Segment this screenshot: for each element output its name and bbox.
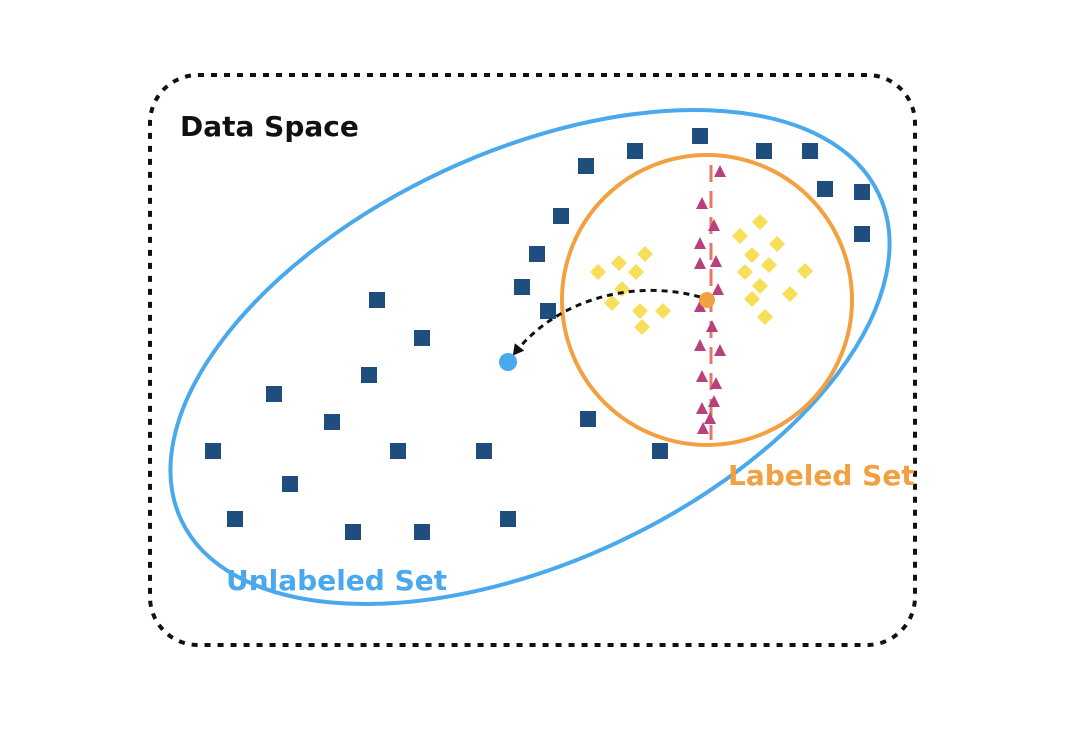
class-a-diamond-point [744,247,760,263]
labeled-set-label: Labeled Set [728,459,915,492]
unlabeled-set-ellipse [168,108,892,606]
unlabeled-square-point [854,184,870,200]
unlabeled-square-point [500,511,516,527]
class-a-diamond-point [611,255,627,271]
class-a-diamond-point [757,309,773,325]
class-b-triangle-point [708,395,720,407]
class-a-diamond-point [655,303,671,319]
class-b-triangle-point [694,339,706,351]
unlabeled-square-point [802,143,818,159]
class-b-triangle-point [710,255,722,267]
unlabeled-square-point [414,524,430,540]
unlabeled-square-point [652,443,668,459]
class-a-diamond-point [614,281,630,297]
class-b-triangle-point [696,370,708,382]
class-a-diamond-point [637,246,653,262]
unlabeled-square-point [282,476,298,492]
class-a-diamond-point [782,286,798,302]
unlabeled-square-point [578,158,594,174]
class-b-triangle-point [694,300,706,312]
unlabeled-square-point [756,143,772,159]
class-a-diamond-point [590,264,606,280]
unlabeled-square-point [345,524,361,540]
unlabeled-square-point [476,443,492,459]
unlabeled-square-point [227,511,243,527]
unlabeled-square-point [529,246,545,262]
unlabeled-square-point [514,279,530,295]
selected-sample-point [499,353,517,371]
unlabeled-square-point [580,411,596,427]
labeled-set-circle [560,153,854,447]
unlabeled-points [205,128,870,540]
class-b-triangle-point [708,219,720,231]
class-b-triangle-point [712,283,724,295]
class-a-diamond-point [797,263,813,279]
unlabeled-square-point [414,330,430,346]
unlabeled-square-point [817,181,833,197]
labeled-center-point [699,292,715,308]
class-b-triangle-point [694,237,706,249]
data-space-title: Data Space [180,110,359,143]
unlabeled-square-point [205,443,221,459]
unlabeled-square-point [361,367,377,383]
class-b-triangle-point [714,344,726,356]
unlabeled-square-point [390,443,406,459]
unlabeled-set-label: Unlabeled Set [226,564,447,597]
class-a-diamond-point [744,291,760,307]
class-b-triangle-point [696,197,708,209]
class-a-diamond-point [752,278,768,294]
class-b-triangle-point [714,165,726,177]
class-a-diamond-point [769,236,785,252]
class-a-diamond-point [632,303,648,319]
class-b-triangle-point [696,402,708,414]
class-a-diamond-point [604,295,620,311]
unlabeled-square-point [540,303,556,319]
class-b-triangle-point [704,412,716,424]
class-a-diamond-point [761,257,777,273]
unlabeled-square-point [692,128,708,144]
unlabeled-square-point [854,226,870,242]
unlabeled-square-point [324,414,340,430]
unlabeled-square-point [369,292,385,308]
unlabeled-square-point [266,386,282,402]
selection-arrow [512,288,701,356]
class-b-points [694,165,726,434]
unlabeled-square-point [553,208,569,224]
class-b-triangle-point [706,320,718,332]
class-b-triangle-point [694,257,706,269]
unlabeled-square-point [627,143,643,159]
class-b-triangle-point [710,377,722,389]
class-a-diamond-point [752,214,768,230]
data-space-border [148,73,917,647]
class-a-diamond-point [737,264,753,280]
class-a-diamond-point [634,319,650,335]
class-a-diamond-point [628,264,644,280]
class-b-triangle-point [697,422,709,434]
class-a-diamond-point [732,228,748,244]
class-a-points [590,214,813,335]
